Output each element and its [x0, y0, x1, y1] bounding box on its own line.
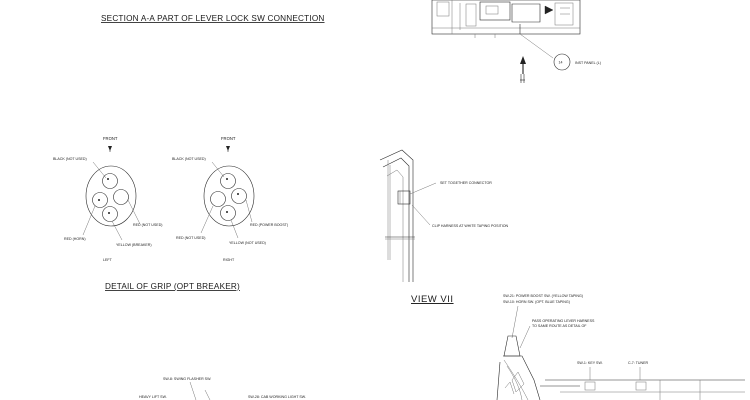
grip-left-button-black: [102, 173, 118, 189]
pass-harness-label-2: TO SAME ROUTE AS DETAIL OF: [532, 324, 587, 328]
harness-routing-detail: SET TOGETHER CONNECTOR CLIP HARNESS AT W…: [379, 149, 509, 282]
grip-left-red-horn-label: RED (HORN): [64, 237, 86, 241]
grip-left-button-yellow: [102, 206, 118, 222]
view-vii-title: VIEW VII: [411, 294, 454, 305]
panel-dash-marks: [474, 34, 496, 38]
grip-right-side-label: RIGHT: [223, 258, 235, 262]
grip-right-red-power-label: RED (POWER BOOST): [250, 223, 288, 227]
callout-circle-14: [553, 53, 571, 71]
grip-left-black-label: BLACK (NOT USED): [53, 157, 87, 161]
grip-left-front-label: FRONT: [103, 136, 118, 141]
detail-grip-title: DETAIL OF GRIP (OPT BREAKER): [105, 282, 240, 291]
grip-left-button-red-not-used: [113, 189, 129, 205]
grip-right-yellow-label: YELLOW (NOT USED): [229, 241, 266, 245]
grip-right: FRONT BLACK (NOT USED) RED (POWER BOOST)…: [172, 136, 288, 262]
inst-panel-label: INST PANEL (L): [575, 61, 601, 65]
grip-left-red-not-used-label: RED (NOT USED): [133, 223, 162, 227]
grip-right-button-black: [220, 173, 236, 189]
sw1-key-label: SW-1: KEY SW.: [577, 361, 603, 365]
harness-connector: [397, 190, 411, 205]
grip-left: FRONT BLACK (NOT USED) RED (NOT USED) RE…: [53, 136, 162, 262]
sw8-leader: [189, 381, 197, 400]
grip-left-side-label: LEFT: [103, 258, 113, 262]
grip-right-button-yellow: [220, 205, 236, 221]
grip-right-button-red-power: [231, 188, 247, 204]
instrument-panel-fragment: [431, 0, 581, 35]
grip-left-yellow-label: YELLOW (BREAKER): [116, 243, 152, 247]
grip-left-button-red-horn: [92, 192, 108, 208]
c7-tuner-label: C-7: TUNER: [628, 361, 649, 365]
sw28-cab-light-label: SW-28: CAB WORKING LIGHT SW.: [248, 395, 306, 399]
section-aa-title: SECTION A-A PART OF LEVER LOCK SW CONNEC…: [101, 14, 325, 23]
sw21-label: SW-21: POWER BOOST SW. (YELLOW TAPING): [503, 294, 583, 298]
clip-harness-label: CLIP HARNESS AT WHITE TAPING POSITION: [432, 224, 509, 228]
panel-leader-line: [519, 33, 554, 59]
grip-right-front-label: FRONT: [221, 136, 236, 141]
grip-right-button-red-not-used: [210, 191, 226, 207]
grip-right-black-label: BLACK (NOT USED): [172, 157, 206, 161]
grip-right-red-not-used-label: RED (NOT USED): [176, 236, 205, 240]
callout-number: 14: [559, 61, 563, 65]
grip-left-body: [85, 165, 137, 227]
view-vii-drawing: [496, 305, 745, 400]
heavy-lift-label: HEAVY LIFT SW.: [139, 395, 167, 399]
sw10-label: SW-10: HORN SW. (OPT. BLUE TAPING): [503, 300, 570, 304]
grip-right-body: [203, 165, 255, 227]
sw8-swing-flasher-label: SW-8: SWING FLASHER SW.: [163, 377, 211, 381]
section-arrow-icon: [520, 56, 526, 83]
set-together-connector-label: SET TOGETHER CONNECTOR: [440, 181, 492, 185]
pass-harness-label-1: PASS OPERATING LEVER HARNESS: [532, 319, 595, 323]
